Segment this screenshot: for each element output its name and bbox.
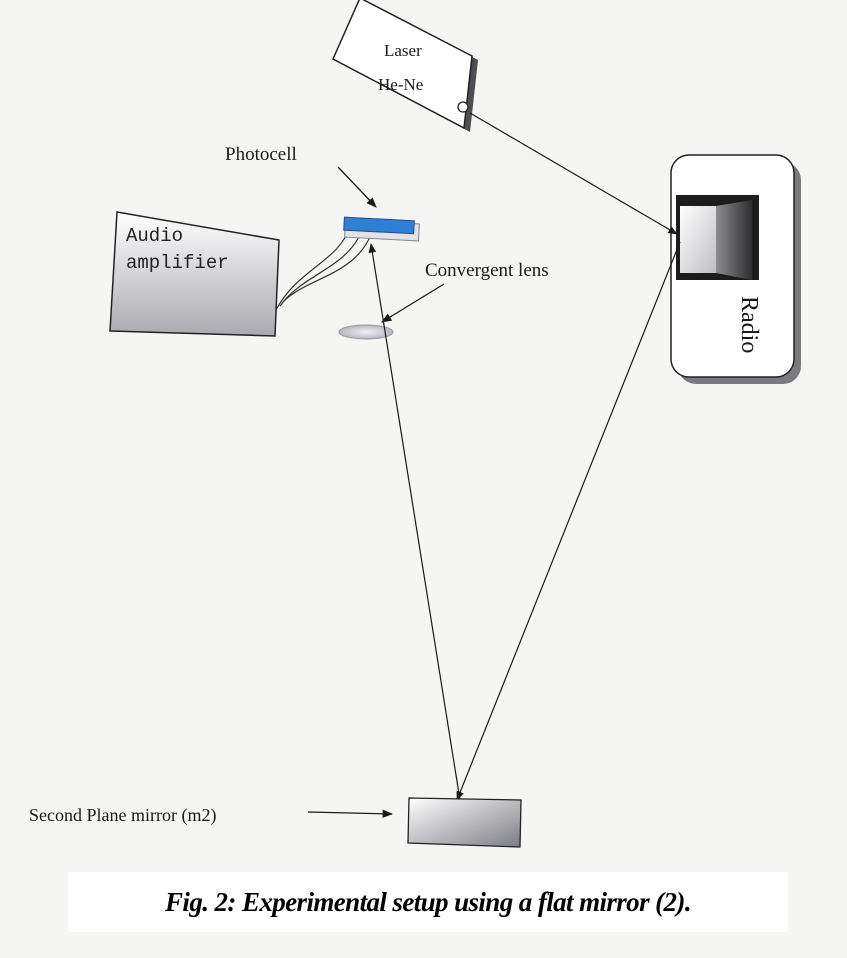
lens-pointer-arrow — [381, 283, 445, 323]
laser-aperture-icon — [457, 101, 469, 113]
laser-label-line1: Laser — [384, 41, 422, 60]
figure-caption: Fig. 2: Experimental setup using a flat … — [165, 886, 692, 917]
photocell-label: Photocell — [225, 144, 297, 165]
figure-caption-box: Fig. 2: Experimental setup using a flat … — [68, 872, 788, 932]
laser-device: Laser He-Ne — [332, 0, 478, 132]
mirror-pointer-arrow — [307, 809, 394, 818]
convergent-lens — [338, 324, 394, 340]
radio-label: Radio — [736, 296, 762, 353]
beam-radio-to-mirror — [456, 241, 681, 801]
beam-mirror-to-photocell — [368, 243, 461, 801]
photocell-sensor — [343, 216, 415, 235]
audio-label-line2: amplifier — [126, 252, 229, 274]
mirror-m2 — [407, 797, 522, 848]
radio-speaker-cone — [716, 200, 752, 280]
mirror-label: Second Plane mirror (m2) — [29, 805, 216, 826]
photocell-pointer-arrow — [337, 166, 377, 208]
audio-label-line1: Audio — [126, 225, 183, 247]
radio-speaker-front — [680, 206, 716, 273]
photocell — [343, 216, 420, 242]
second-plane-mirror — [407, 797, 522, 848]
beam-laser-to-radio — [469, 112, 678, 235]
audio-amplifier-box — [109, 211, 280, 337]
lens-label: Convergent lens — [425, 260, 549, 281]
laser-label-line2: He-Ne — [378, 75, 423, 94]
laser-body — [332, 0, 473, 130]
radio-device: Radio — [670, 154, 801, 384]
audio-amplifier: Audio amplifier — [109, 211, 280, 337]
